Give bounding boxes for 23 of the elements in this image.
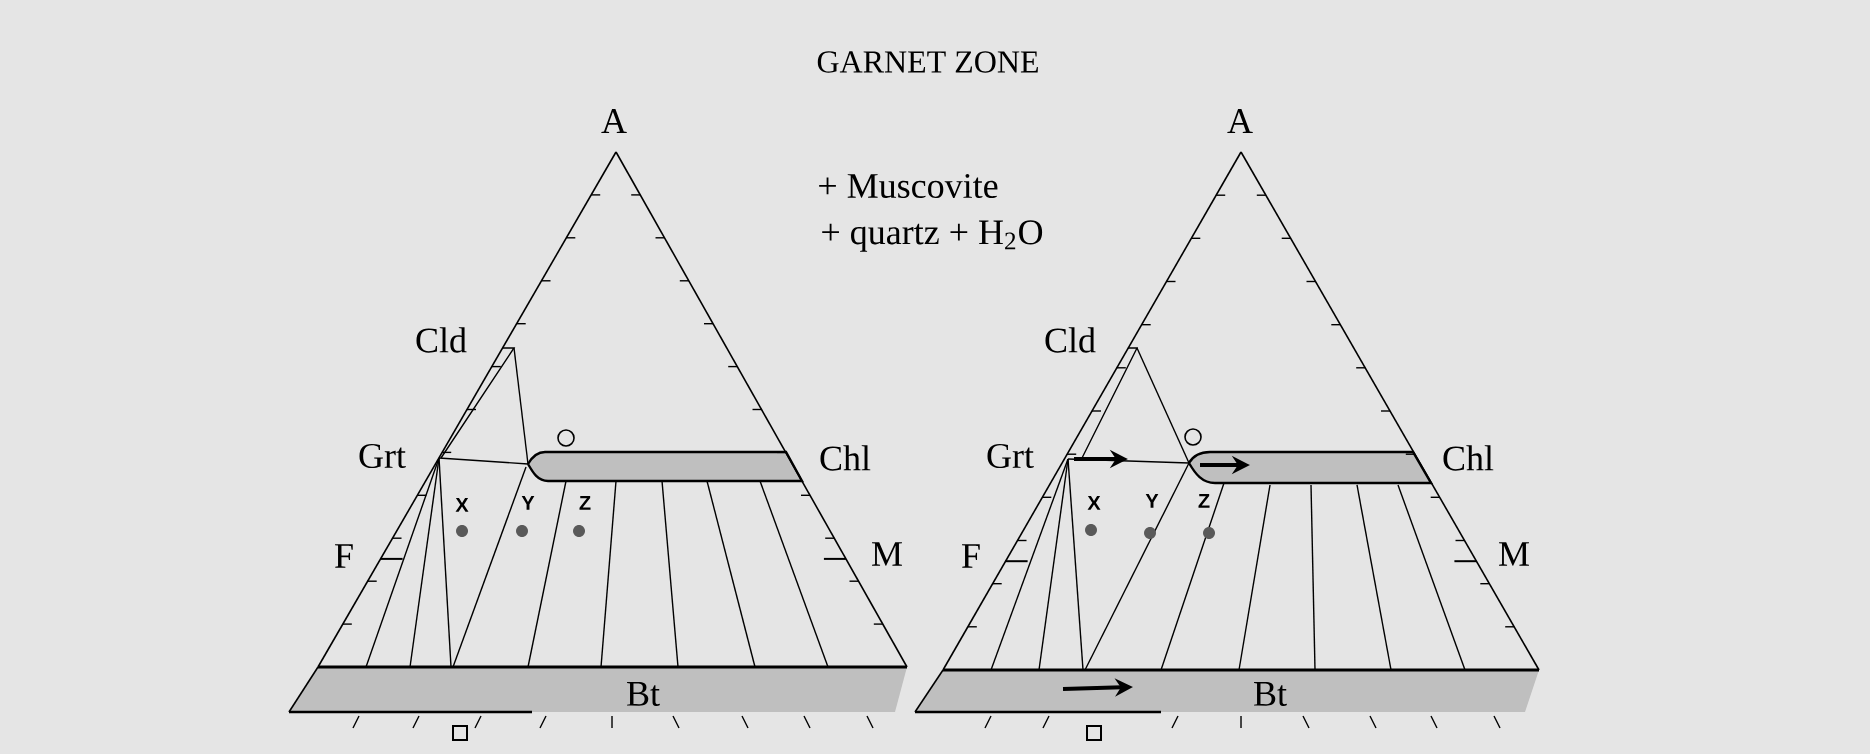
note: + quartz + H$_{2}$O xyxy=(822,220,1043,252)
point-label: X xyxy=(1087,496,1101,510)
vertex-label: Chl xyxy=(820,445,871,471)
vertex-label: M xyxy=(872,542,902,566)
title: GARNET ZONE xyxy=(817,51,1038,73)
vertex-label: A xyxy=(601,109,627,133)
point-label: X xyxy=(455,498,469,512)
vertex-label: F xyxy=(962,544,980,568)
point-label: Z xyxy=(579,496,591,510)
vertex-label: A xyxy=(1227,109,1253,133)
vertex-label: Grt xyxy=(359,443,406,469)
vertex-label: F xyxy=(335,544,353,568)
vertex-label: Bt xyxy=(1254,682,1287,706)
vertex-label: Cld xyxy=(416,327,467,353)
point-label: Y xyxy=(521,496,535,510)
note: + Muscovite xyxy=(819,173,998,199)
point-label: Y xyxy=(1145,494,1159,508)
vertex-label: Cld xyxy=(1045,327,1096,353)
vertex-label: Chl xyxy=(1443,445,1494,471)
point-label: Z xyxy=(1198,494,1210,508)
vertex-label: Bt xyxy=(627,682,660,706)
vertex-label: Grt xyxy=(987,443,1034,469)
vertex-label: M xyxy=(1499,542,1529,566)
